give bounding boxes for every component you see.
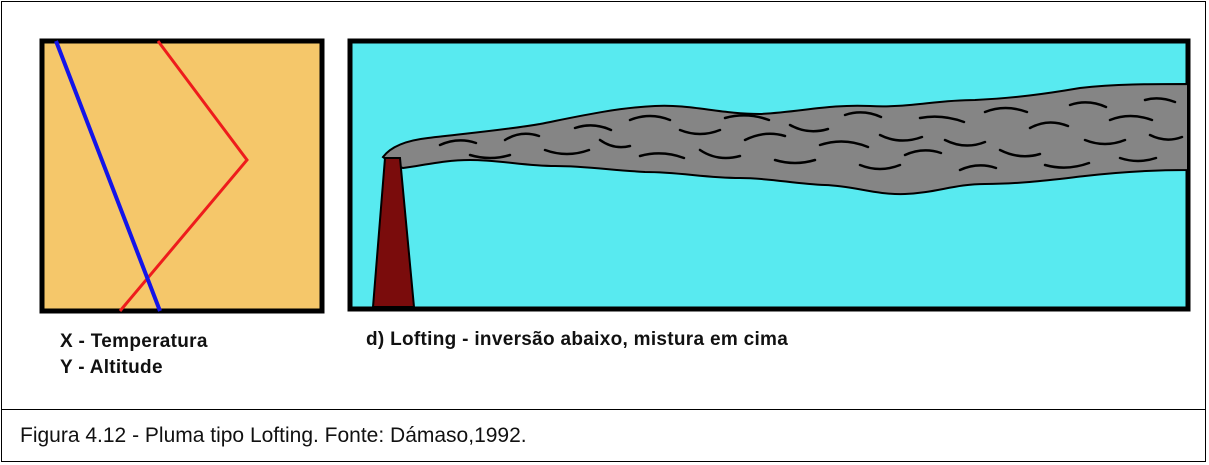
plume-scene-panel: [347, 38, 1191, 312]
plume-description: d) Lofting - inversão abaixo, mistura em…: [366, 329, 789, 350]
environmental-temperature-line: [118, 40, 249, 312]
adiabatic-lapse-line: [54, 40, 162, 312]
profile-background: [39, 38, 325, 314]
y-axis-label: Y - Altitude: [60, 357, 163, 378]
figure-caption: Figura 4.12 - Pluma tipo Lofting. Fonte:…: [20, 424, 527, 447]
x-axis-label: X - Temperatura: [60, 331, 208, 352]
figure-illustration: [39, 38, 1191, 314]
temperature-profile-panel: [39, 38, 325, 314]
smoke-stack: [371, 157, 416, 308]
caption-divider: [1, 409, 1206, 410]
plume-turbulence-marks: [438, 97, 1184, 172]
